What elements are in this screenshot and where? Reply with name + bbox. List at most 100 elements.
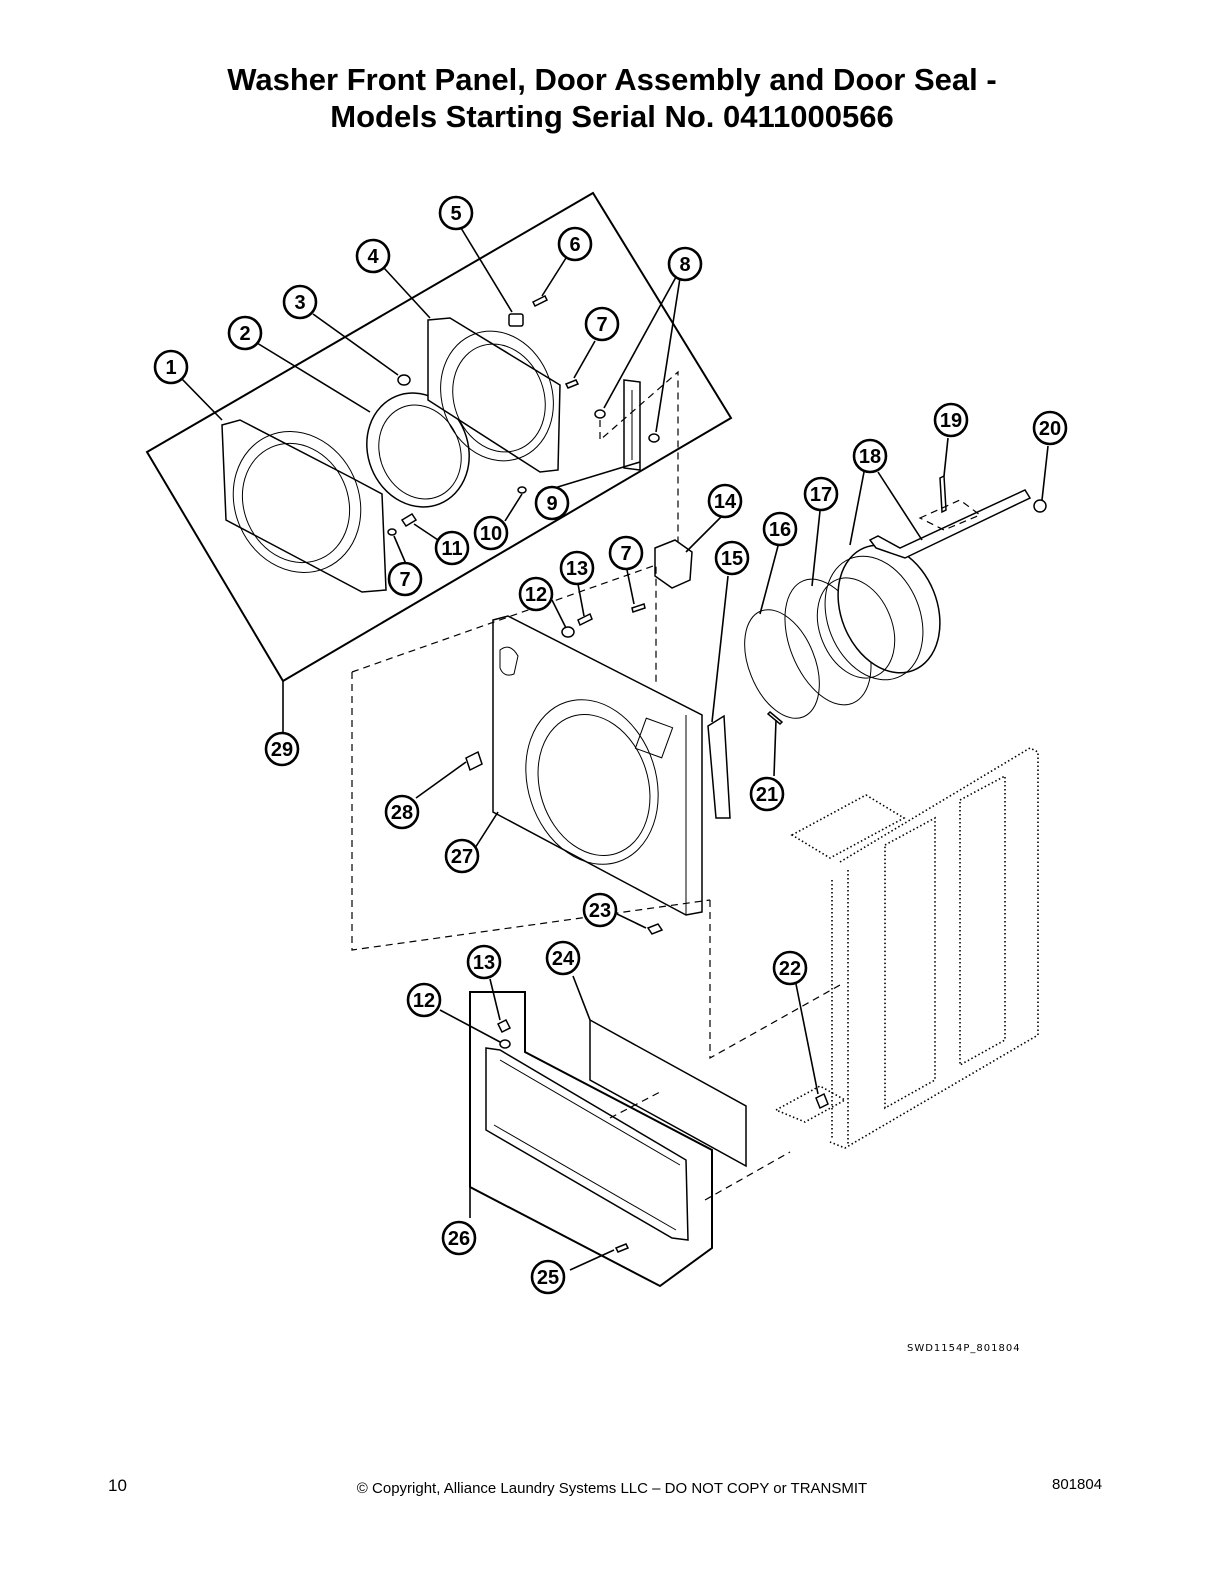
part-27-front-panel (492, 615, 703, 916)
callout-10: 10 (473, 515, 509, 551)
part-3-bumper (397, 374, 411, 386)
svg-text:25: 25 (537, 1267, 559, 1289)
part-13-screw-upper (577, 612, 593, 627)
svg-text:28: 28 (391, 802, 413, 824)
callout-24: 24 (545, 940, 581, 976)
svg-text:23: 23 (589, 900, 611, 922)
svg-text:1: 1 (165, 357, 176, 379)
callout-28: 28 (384, 794, 420, 830)
callout-18: 18 (852, 438, 888, 474)
svg-text:24: 24 (552, 948, 575, 970)
page-title-line-1: Washer Front Panel, Door Assembly and Do… (227, 62, 997, 97)
part-20-cap (1033, 499, 1047, 513)
part-15-bracket (707, 714, 731, 819)
svg-text:17: 17 (810, 484, 832, 506)
svg-text:10: 10 (480, 523, 502, 545)
toe-panel-group-outline (469, 991, 713, 1288)
svg-text:11: 11 (441, 538, 462, 560)
part-10-washer (517, 486, 527, 494)
svg-text:12: 12 (525, 584, 547, 606)
svg-text:16: 16 (769, 519, 791, 541)
svg-text:7: 7 (620, 543, 631, 565)
callout-11: 11 (434, 530, 470, 566)
callout-7c: 7 (608, 535, 644, 571)
callout-22: 22 (772, 950, 808, 986)
callout-7b: 7 (387, 561, 423, 597)
callout-17: 17 (803, 476, 839, 512)
callout-25: 25 (530, 1259, 566, 1295)
svg-text:2: 2 (239, 323, 250, 345)
part-2-door-glass (366, 392, 470, 508)
callout-14: 14 (707, 483, 743, 519)
part-7-screw-lower (387, 528, 397, 536)
part-1-door-trim (221, 419, 387, 593)
svg-text:14: 14 (714, 491, 737, 513)
leader-lines (180, 227, 1049, 1271)
callout-27: 27 (444, 838, 480, 874)
svg-text:29: 29 (271, 739, 293, 761)
svg-text:7: 7 (399, 569, 410, 591)
callout-15: 15 (714, 540, 750, 576)
callout-23: 23 (582, 892, 618, 928)
svg-text:12: 12 (413, 990, 435, 1012)
drawing-code: SWD1154P_801804 (907, 1343, 1021, 1354)
part-24-panel-insulation (589, 1018, 747, 1168)
part-13-screw-lower (496, 1018, 512, 1034)
part-16-clamp-ring (744, 609, 820, 719)
part-19-clip (939, 474, 947, 514)
svg-text:21: 21 (756, 784, 778, 806)
callout-16: 16 (762, 511, 798, 547)
callout-12b: 12 (406, 982, 442, 1018)
callout-6: 6 (557, 226, 593, 262)
callout-5: 5 (438, 195, 474, 231)
callout-7a: 7 (584, 306, 620, 342)
part-4-inner-door-frame (427, 317, 561, 473)
callout-29: 29 (264, 731, 300, 767)
callout-20: 20 (1032, 410, 1068, 446)
part-18-door-seal (816, 489, 1032, 681)
svg-text:13: 13 (473, 952, 495, 974)
part-7-screw-upper (564, 379, 580, 389)
page-title-line-2: Models Starting Serial No. 0411000566 (330, 99, 894, 134)
part-12-nut-lower (499, 1039, 511, 1049)
callout-13a: 13 (559, 550, 595, 586)
svg-text:7: 7 (596, 314, 607, 336)
part-26-toe-panel (485, 1047, 689, 1241)
callout-19: 19 (933, 402, 969, 438)
callout-21: 21 (749, 776, 785, 812)
callout-8: 8 (667, 246, 703, 282)
part-11-strike (400, 512, 418, 528)
part-5-latch (508, 313, 524, 327)
callout-26: 26 (441, 1220, 477, 1256)
svg-text:5: 5 (450, 203, 461, 225)
svg-text:22: 22 (779, 958, 801, 980)
svg-text:15: 15 (721, 548, 743, 570)
copyright-notice: © Copyright, Alliance Laundry Systems LL… (356, 1480, 868, 1497)
callout-12a: 12 (518, 576, 554, 612)
part-25-screw (614, 1243, 630, 1253)
part-8-screw-b (648, 433, 660, 443)
part-14-door-lock (654, 539, 693, 589)
svg-text:20: 20 (1039, 418, 1061, 440)
svg-text:8: 8 (679, 254, 690, 276)
door-assembly-group-outline (145, 191, 733, 683)
part-23-screw (646, 923, 664, 935)
svg-text:4: 4 (367, 246, 379, 268)
part-9-hinge (623, 379, 641, 471)
svg-text:27: 27 (451, 846, 473, 868)
callout-3: 3 (282, 284, 318, 320)
part-8-screw-a (594, 409, 606, 419)
document-number: 801804 (1052, 1476, 1103, 1493)
part-7-screw-panel (631, 603, 646, 613)
svg-text:19: 19 (940, 410, 962, 432)
part-6-screw (531, 294, 549, 308)
callout-4: 4 (355, 238, 391, 274)
callout-2: 2 (227, 315, 263, 351)
callout-13b: 13 (466, 944, 502, 980)
svg-text:13: 13 (566, 558, 588, 580)
part-12-nut-upper (561, 626, 575, 638)
svg-text:9: 9 (546, 493, 557, 515)
svg-text:18: 18 (859, 446, 881, 468)
svg-text:3: 3 (294, 292, 305, 314)
